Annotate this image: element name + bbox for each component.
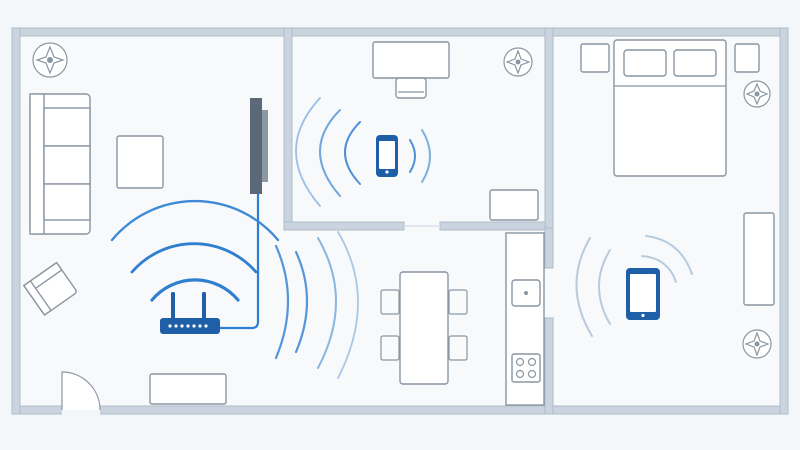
wall-office-bottom-a [283,221,405,231]
router-icon [160,292,220,334]
dining-chairs [380,289,468,361]
side-arc-3 [317,237,337,369]
cabinet [489,189,539,221]
router-side-signal [274,231,359,379]
wall-kitchen-bedroom-a [544,227,554,269]
plant-icon [32,42,68,78]
dresser [743,212,775,306]
wall-living-office [283,27,293,229]
kitchen [380,232,545,406]
sofa [29,93,91,235]
plant-icon [503,47,533,77]
bedroom [575,39,775,359]
stove [511,353,541,383]
router-cable [218,194,260,330]
plant-icon [742,329,772,359]
side-arc-1 [294,250,309,354]
walls [11,27,789,415]
desk [372,41,450,79]
office-chair [395,77,427,99]
router-signal-ring-2 [130,242,258,274]
tv-console [149,373,227,405]
coffee-table [116,135,164,189]
armchair [22,261,77,317]
office [295,41,539,221]
tablet-icon [626,268,660,320]
wall-right [779,27,789,415]
tv-icon [250,98,268,194]
router-signal-ring-3 [110,199,280,242]
side-arc-2 [274,244,290,360]
side-arc-4 [337,231,359,379]
dining-table [399,271,449,385]
wall-office-bedroom [544,27,554,229]
router-signal-ring-1 [150,278,240,302]
office-signal [295,97,431,207]
entry-door [61,371,101,411]
living-room [22,42,268,405]
smartphone-icon [376,135,398,177]
wall-office-bottom-b [439,221,553,231]
wall-kitchen-bedroom-b [544,317,554,415]
sink [511,279,541,307]
nightstand [580,43,610,73]
wall-bottom [11,405,789,415]
bed [613,39,727,177]
bedroom-signal [575,235,693,337]
plant-icon [743,80,771,108]
wall-top [11,27,789,37]
nightstand [734,43,760,73]
router-signal [110,199,280,302]
wall-left [11,27,21,415]
